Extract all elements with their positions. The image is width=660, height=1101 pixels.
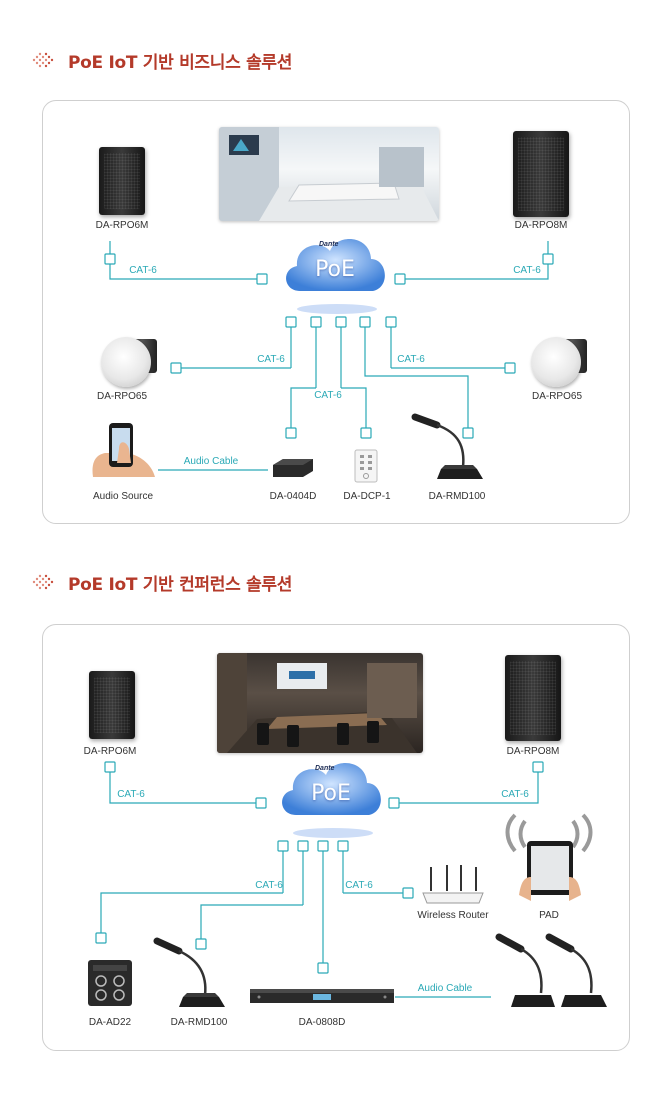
- cat-label-mid-left: CAT-6: [255, 880, 283, 891]
- speaker-da-rpo8m: [505, 655, 561, 741]
- cat-label-mid-left: CAT-6: [257, 354, 285, 365]
- cat-label-lower: CAT-6: [314, 390, 342, 401]
- label-speaker-left: DA-RPO6M: [95, 220, 149, 231]
- label-pad: PAD: [539, 910, 559, 921]
- ceiling-speaker-right: [531, 337, 581, 387]
- cat-label-top-right: CAT-6: [501, 789, 529, 800]
- poe-text: PoE: [311, 781, 351, 806]
- dante-brand: Dante: [315, 765, 335, 772]
- interface-box-icon: [273, 459, 313, 477]
- label-speaker-right: DA-RPO8M: [514, 220, 568, 231]
- cat-label-top-left: CAT-6: [129, 265, 157, 276]
- dante-brand: Dante: [319, 241, 339, 248]
- label-router: Wireless Router: [417, 910, 489, 921]
- label-wall-plate: DA-AD22: [88, 1017, 132, 1028]
- label-interface: DA-0404D: [269, 491, 317, 502]
- speaker-da-rpo8m: [513, 131, 569, 217]
- speaker-da-rpo6m: [99, 147, 145, 215]
- section2-heading: PoE IoT 기반 컨퍼런스 솔루션: [32, 568, 292, 596]
- meeting-room-photo: [219, 127, 439, 221]
- label-microphone: DA-RMD100: [428, 491, 486, 502]
- cat-label-top-left: CAT-6: [117, 789, 145, 800]
- gooseneck-microphone-icon: [411, 413, 483, 479]
- cat-label-mid-right: CAT-6: [397, 354, 425, 365]
- speaker-da-rpo6m: [89, 671, 135, 739]
- wireless-router-icon: [422, 865, 484, 904]
- control-panel-icon: [354, 449, 378, 483]
- audio-cable-label: Audio Cable: [183, 456, 239, 467]
- section1-heading: PoE IoT 기반 비즈니스 솔루션: [32, 46, 292, 74]
- section1-title: PoE IoT 기반 비즈니스 솔루션: [68, 52, 293, 73]
- label-audio-source: Audio Source: [92, 491, 154, 502]
- label-ceiling-right: DA-RPO65: [531, 391, 583, 402]
- rack-unit-icon: [250, 989, 394, 1003]
- cat-label-mid-right: CAT-6: [345, 880, 373, 891]
- label-microphone: DA-RMD100: [170, 1017, 228, 1028]
- cat-label-top-right: CAT-6: [513, 265, 541, 276]
- cable-diagram: [95, 761, 544, 998]
- conference-room-photo: [217, 653, 423, 753]
- wall-plate-icon: [88, 960, 132, 1006]
- label-ceiling-left: DA-RPO65: [96, 391, 148, 402]
- smartphone-hand-icon: [92, 423, 155, 477]
- audio-cable-label: Audio Cable: [417, 983, 473, 994]
- poe-cloud-icon: [286, 239, 385, 314]
- business-solution-panel: DA-RPO6M DA-RPO8M Dante PoE CAT-6 CAT-6 …: [42, 100, 630, 524]
- section2-title: PoE IoT 기반 컨퍼런스 솔루션: [68, 574, 293, 595]
- label-rack-unit: DA-0808D: [298, 1017, 346, 1028]
- tablet-wifi-icon: [505, 813, 593, 901]
- label-control-panel: DA-DCP-1: [343, 491, 391, 502]
- chevron-dots-icon: [32, 52, 54, 68]
- poe-cloud-icon: [282, 763, 381, 838]
- chevron-dots-icon: [32, 574, 54, 590]
- gooseneck-microphone-icon: [153, 937, 225, 1007]
- cable-diagram: [104, 241, 554, 471]
- dual-microphones-icon: [495, 933, 607, 1007]
- label-speaker-left: DA-RPO6M: [83, 746, 137, 757]
- label-speaker-right: DA-RPO8M: [506, 746, 560, 757]
- conference-solution-panel: DA-RPO6M DA-RPO8M Dante PoE CAT-6: [42, 624, 630, 1051]
- poe-text: PoE: [315, 257, 355, 282]
- ceiling-speaker-left: [101, 337, 151, 387]
